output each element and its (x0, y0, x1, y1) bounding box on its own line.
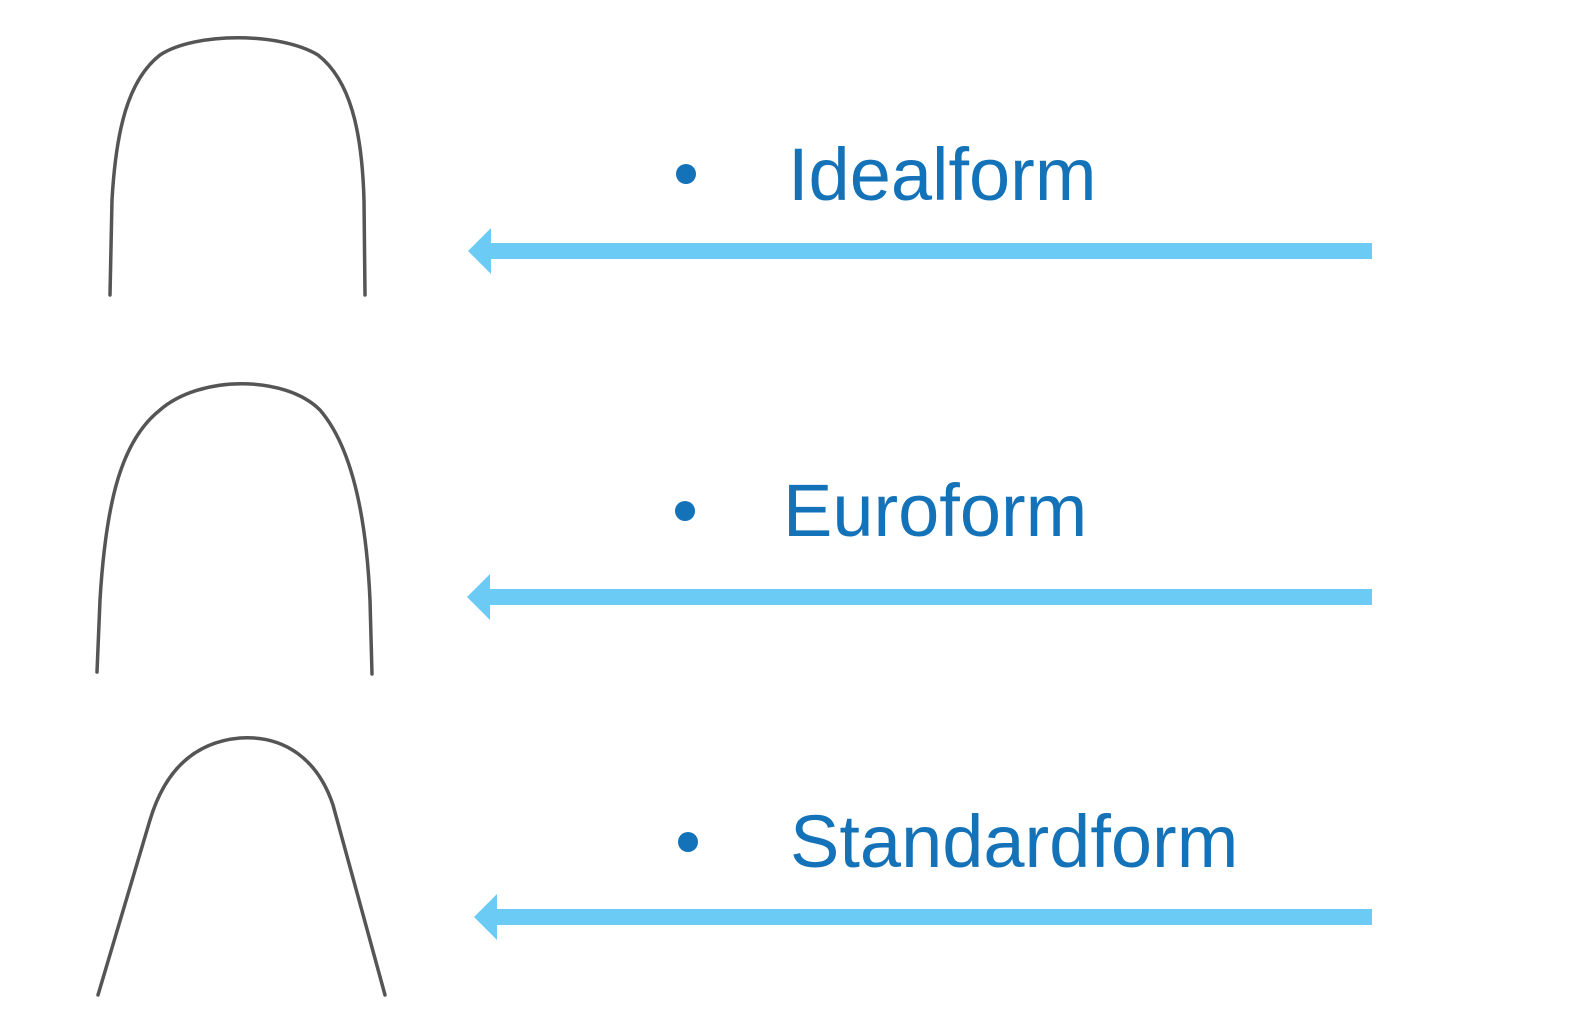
standardform-archwire-icon (96, 736, 387, 997)
euroform-arrow-head-icon (467, 574, 490, 620)
euroform-archwire-icon (95, 382, 374, 676)
euroform-bullet-dot-icon (675, 501, 695, 521)
idealform-bullet-dot-icon (676, 164, 696, 184)
standardform-label: Standardform (790, 800, 1238, 883)
form-row-standardform: Standardform (96, 736, 1372, 997)
form-row-euroform: Euroform (95, 382, 1372, 676)
idealform-label: Idealform (788, 133, 1096, 216)
euroform-label: Euroform (783, 469, 1087, 552)
idealform-archwire-icon (108, 36, 367, 297)
standardform-arrow-head-icon (474, 894, 497, 940)
form-row-idealform: Idealform (108, 36, 1372, 297)
standardform-bullet-dot-icon (678, 832, 698, 852)
idealform-arrow-head-icon (468, 228, 491, 274)
